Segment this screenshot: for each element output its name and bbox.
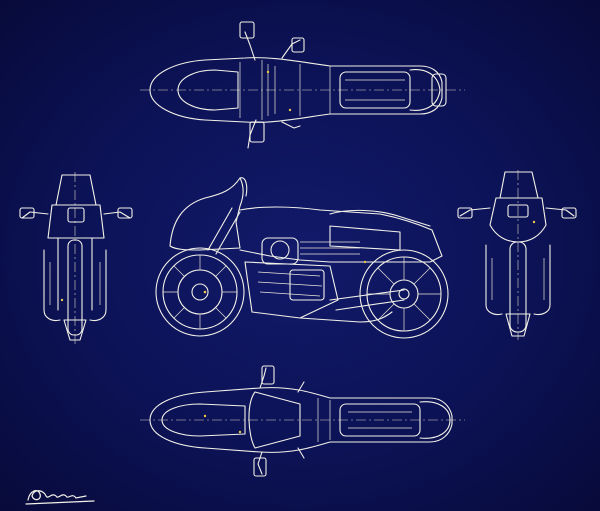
front-view bbox=[19, 172, 133, 345]
signature bbox=[25, 490, 95, 505]
top-view bbox=[140, 21, 465, 149]
rear-view bbox=[457, 170, 577, 340]
bottom-view bbox=[140, 365, 465, 477]
side-view bbox=[155, 177, 449, 339]
